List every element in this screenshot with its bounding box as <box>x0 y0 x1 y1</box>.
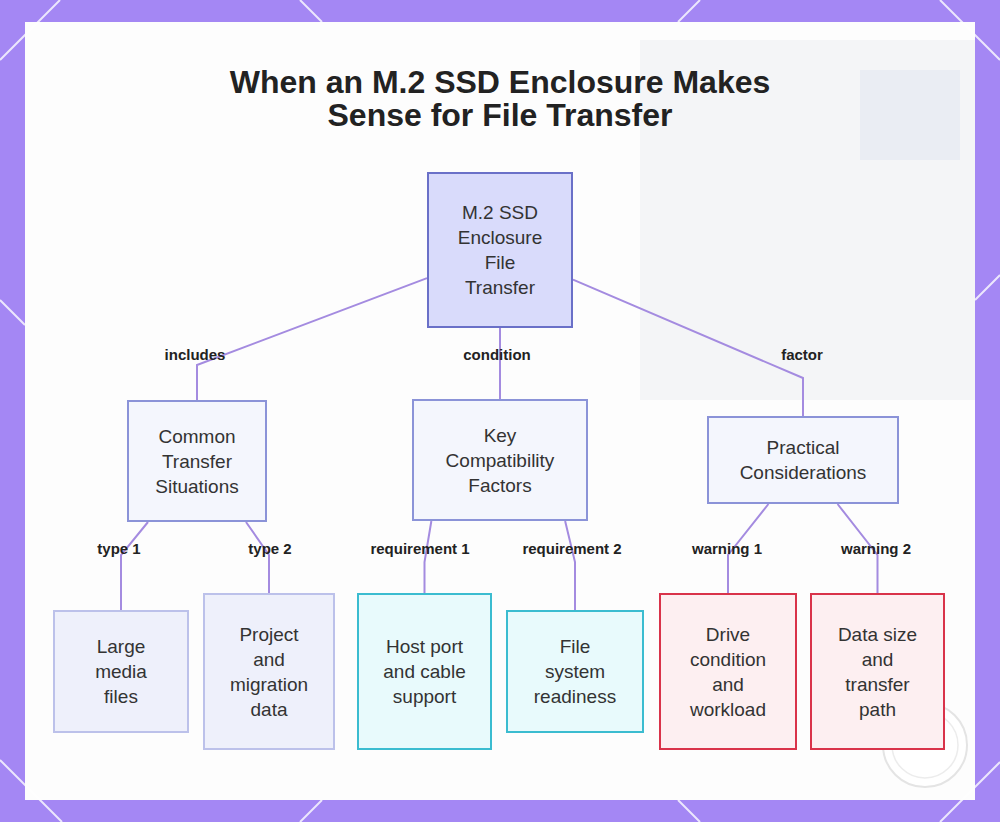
box-text: Host port and cable support <box>376 634 473 709</box>
connector-line <box>246 522 269 593</box>
connector-line <box>197 278 427 400</box>
root-box: M.2 SSD Enclosure File Transfer <box>427 172 573 328</box>
box-text: Project and migration data <box>226 622 312 722</box>
topic-box: Practical Considerations <box>707 416 899 504</box>
edge-label: requirement 1 <box>370 540 469 557</box>
text-stack: Host port and cable support <box>376 634 473 709</box>
topic-box: Project and migration data <box>203 593 335 750</box>
edge-label: condition <box>463 346 531 363</box>
topic-box: File system readiness <box>506 610 644 733</box>
box-text: Large media files <box>88 634 154 709</box>
text-stack: Drive condition and workload <box>682 622 774 722</box>
box-text: M.2 SSD Enclosure File Transfer <box>451 200 549 300</box>
connector-line <box>425 521 432 593</box>
text-stack: Common Transfer Situations <box>144 424 250 499</box>
topic-box: Data size and transfer path <box>810 593 945 750</box>
text-stack: Project and migration data <box>226 622 312 722</box>
topic-box: Large media files <box>53 610 189 733</box>
edge-label: warning 2 <box>841 540 911 557</box>
diagram-title: When an M.2 SSD Enclosure Makes Sense fo… <box>210 66 790 132</box>
blurred-photo <box>860 70 960 160</box>
edge-label: factor <box>781 346 823 363</box>
white-panel <box>25 22 975 800</box>
text-stack: Practical Considerations <box>719 435 887 485</box>
edge-label: type 1 <box>97 540 140 557</box>
box-text: Data size and transfer path <box>834 622 921 722</box>
edge-label: type 2 <box>248 540 291 557</box>
text-stack: Large media files <box>88 634 154 709</box>
edge-label: includes <box>165 346 226 363</box>
edge-label: requirement 2 <box>522 540 621 557</box>
connector-line <box>565 521 575 610</box>
edge-label: warning 1 <box>692 540 762 557</box>
topic-box: Host port and cable support <box>357 593 492 750</box>
box-text: File system readiness <box>533 634 617 709</box>
text-stack: Key Compatibility Factors <box>437 423 563 498</box>
topic-box: Key Compatibility Factors <box>412 399 588 521</box>
text-stack: Data size and transfer path <box>834 622 921 722</box>
connector-line <box>573 280 803 416</box>
topic-box: Drive condition and workload <box>659 593 797 750</box>
box-text: Practical Considerations <box>719 435 887 485</box>
text-stack: File system readiness <box>533 634 617 709</box>
box-text: Key Compatibility Factors <box>437 423 563 498</box>
connector-line <box>499 328 501 399</box>
box-text: Drive condition and workload <box>682 622 774 722</box>
text-stack: M.2 SSD Enclosure File Transfer <box>451 200 549 300</box>
box-text: Common Transfer Situations <box>144 424 250 499</box>
topic-box: Common Transfer Situations <box>127 400 267 522</box>
connector-line <box>121 522 148 610</box>
